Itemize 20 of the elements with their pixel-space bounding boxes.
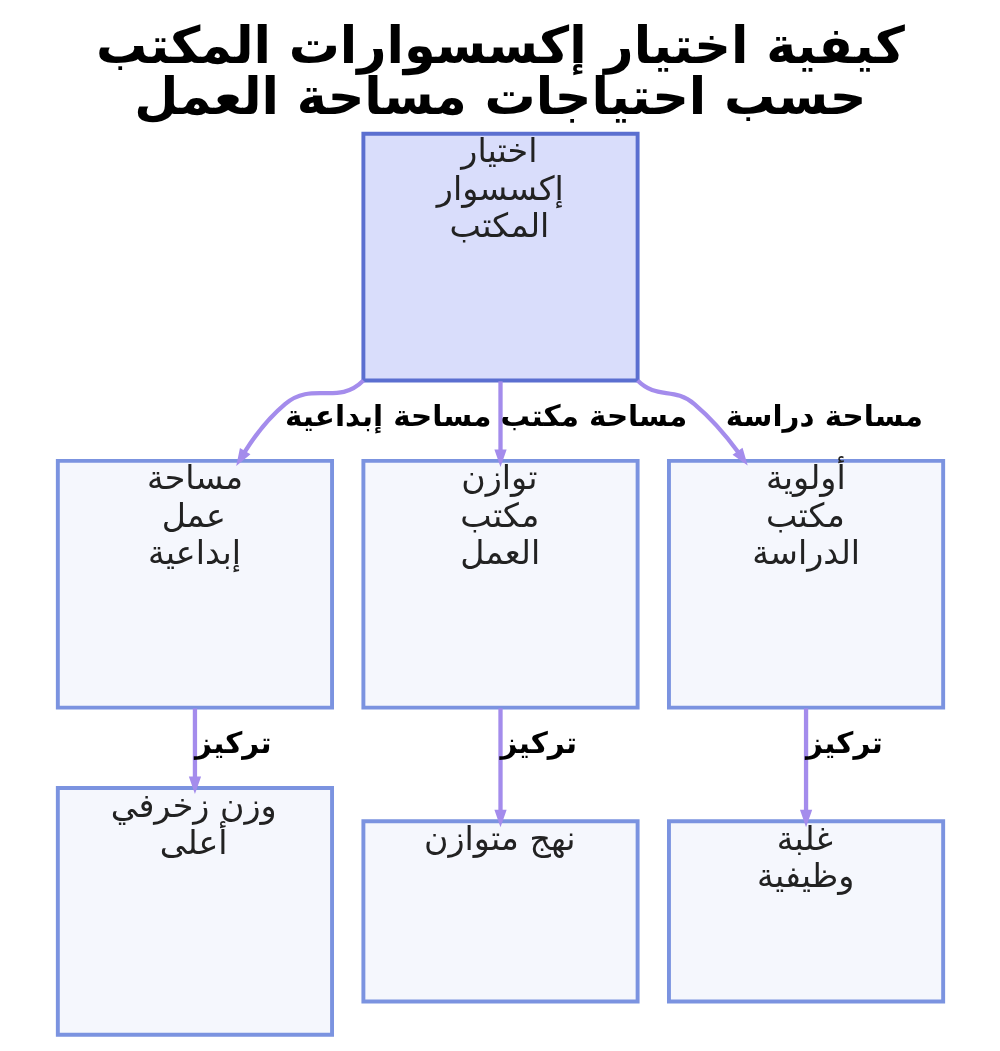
edge-label: تركيز bbox=[500, 725, 577, 760]
node-box: نهج متوازن bbox=[360, 819, 640, 1004]
node-box: اختيار إكسسوار المكتب bbox=[360, 131, 640, 383]
node-box: مساحة عمل إبداعية bbox=[55, 458, 334, 710]
node-box: توازن مكتب العمل bbox=[360, 458, 640, 710]
node-box: أولوية مكتب الدراسة bbox=[666, 458, 945, 710]
arrow bbox=[493, 708, 507, 828]
node-box: غلبة وظيفية bbox=[666, 819, 945, 1004]
arrow bbox=[799, 708, 812, 828]
edge-label: تركيز bbox=[805, 725, 883, 760]
diagram-title: كيفية اختيار إكسسوارات المكتب حسب احتياجات مساحة العمل bbox=[95, 15, 905, 126]
arrow bbox=[188, 708, 201, 795]
arrow bbox=[235, 378, 365, 467]
node-box: وزن زخرفي أعلى bbox=[55, 786, 334, 1037]
arrow bbox=[635, 378, 748, 466]
edge-label: مساحة إبداعية bbox=[284, 398, 491, 433]
edge-label: تركيز bbox=[194, 725, 272, 760]
edge-label: مساحة دراسة bbox=[725, 398, 923, 433]
edge-label: مساحة مكتب bbox=[500, 398, 687, 433]
arrow bbox=[493, 381, 507, 467]
